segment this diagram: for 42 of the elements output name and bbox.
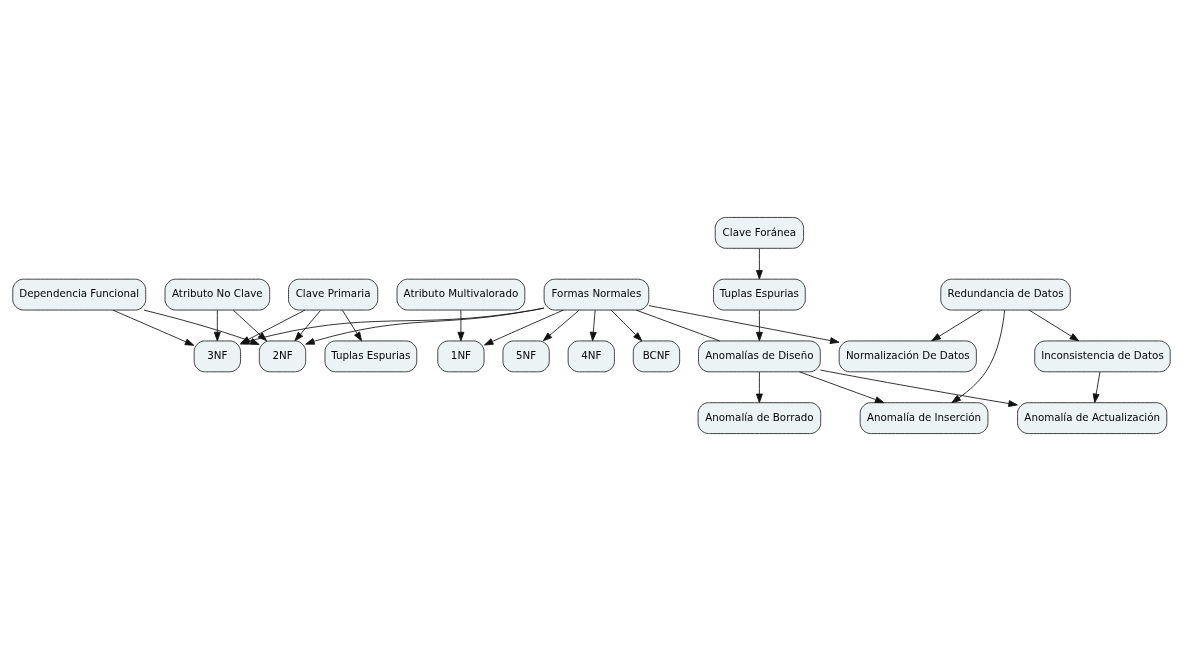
arrow [931, 309, 983, 342]
node-box: Anomalía de Borrado [697, 402, 822, 434]
arrow [819, 369, 1018, 407]
node-box: 5NF [502, 340, 550, 373]
arrow [294, 309, 322, 342]
arrow [457, 309, 465, 342]
arrow [305, 307, 545, 345]
node-box: 2NF [258, 340, 307, 373]
node-box: Clave Primaria [288, 278, 379, 311]
arrow [1028, 309, 1080, 342]
arrow [799, 371, 885, 404]
node-box: Redundancia de Datos [940, 278, 1071, 311]
arrow [1092, 371, 1101, 404]
node-box: Inconsistencia de Datos [1034, 340, 1171, 373]
node-box: Tuplas Espurias [713, 278, 806, 311]
node-box: 4NF [567, 340, 615, 373]
arrow [951, 309, 1006, 404]
arrow [755, 371, 763, 404]
node-box: 3NF [193, 340, 241, 373]
node-box: Anomalía de Inserción [859, 402, 989, 434]
node-box: 1NF [437, 340, 485, 373]
node-box: Normalización De Datos [838, 340, 977, 373]
node-box: Atributo No Clave [164, 278, 271, 311]
arrow [589, 309, 597, 342]
arrow [648, 305, 840, 344]
connector [635, 309, 721, 342]
node-box: Anomalías de Diseño [698, 340, 821, 373]
arrow [342, 309, 363, 342]
arrow [755, 309, 763, 342]
node-box: Tuplas Espurias [324, 340, 418, 373]
node-box: Anomalía de Actualización [1017, 402, 1168, 434]
arrow [542, 309, 580, 342]
arrow [213, 309, 221, 342]
arrow [610, 309, 643, 342]
arrow [484, 309, 564, 346]
node-box: Dependencia Funcional [12, 278, 147, 311]
node-box: BCNF [632, 340, 681, 373]
node-box: Clave Foránea [714, 217, 804, 249]
node-box: Atributo Multivalorado [396, 278, 526, 311]
node-box: Formas Normales [543, 278, 650, 311]
arrow [755, 248, 763, 280]
arrow [112, 309, 195, 346]
